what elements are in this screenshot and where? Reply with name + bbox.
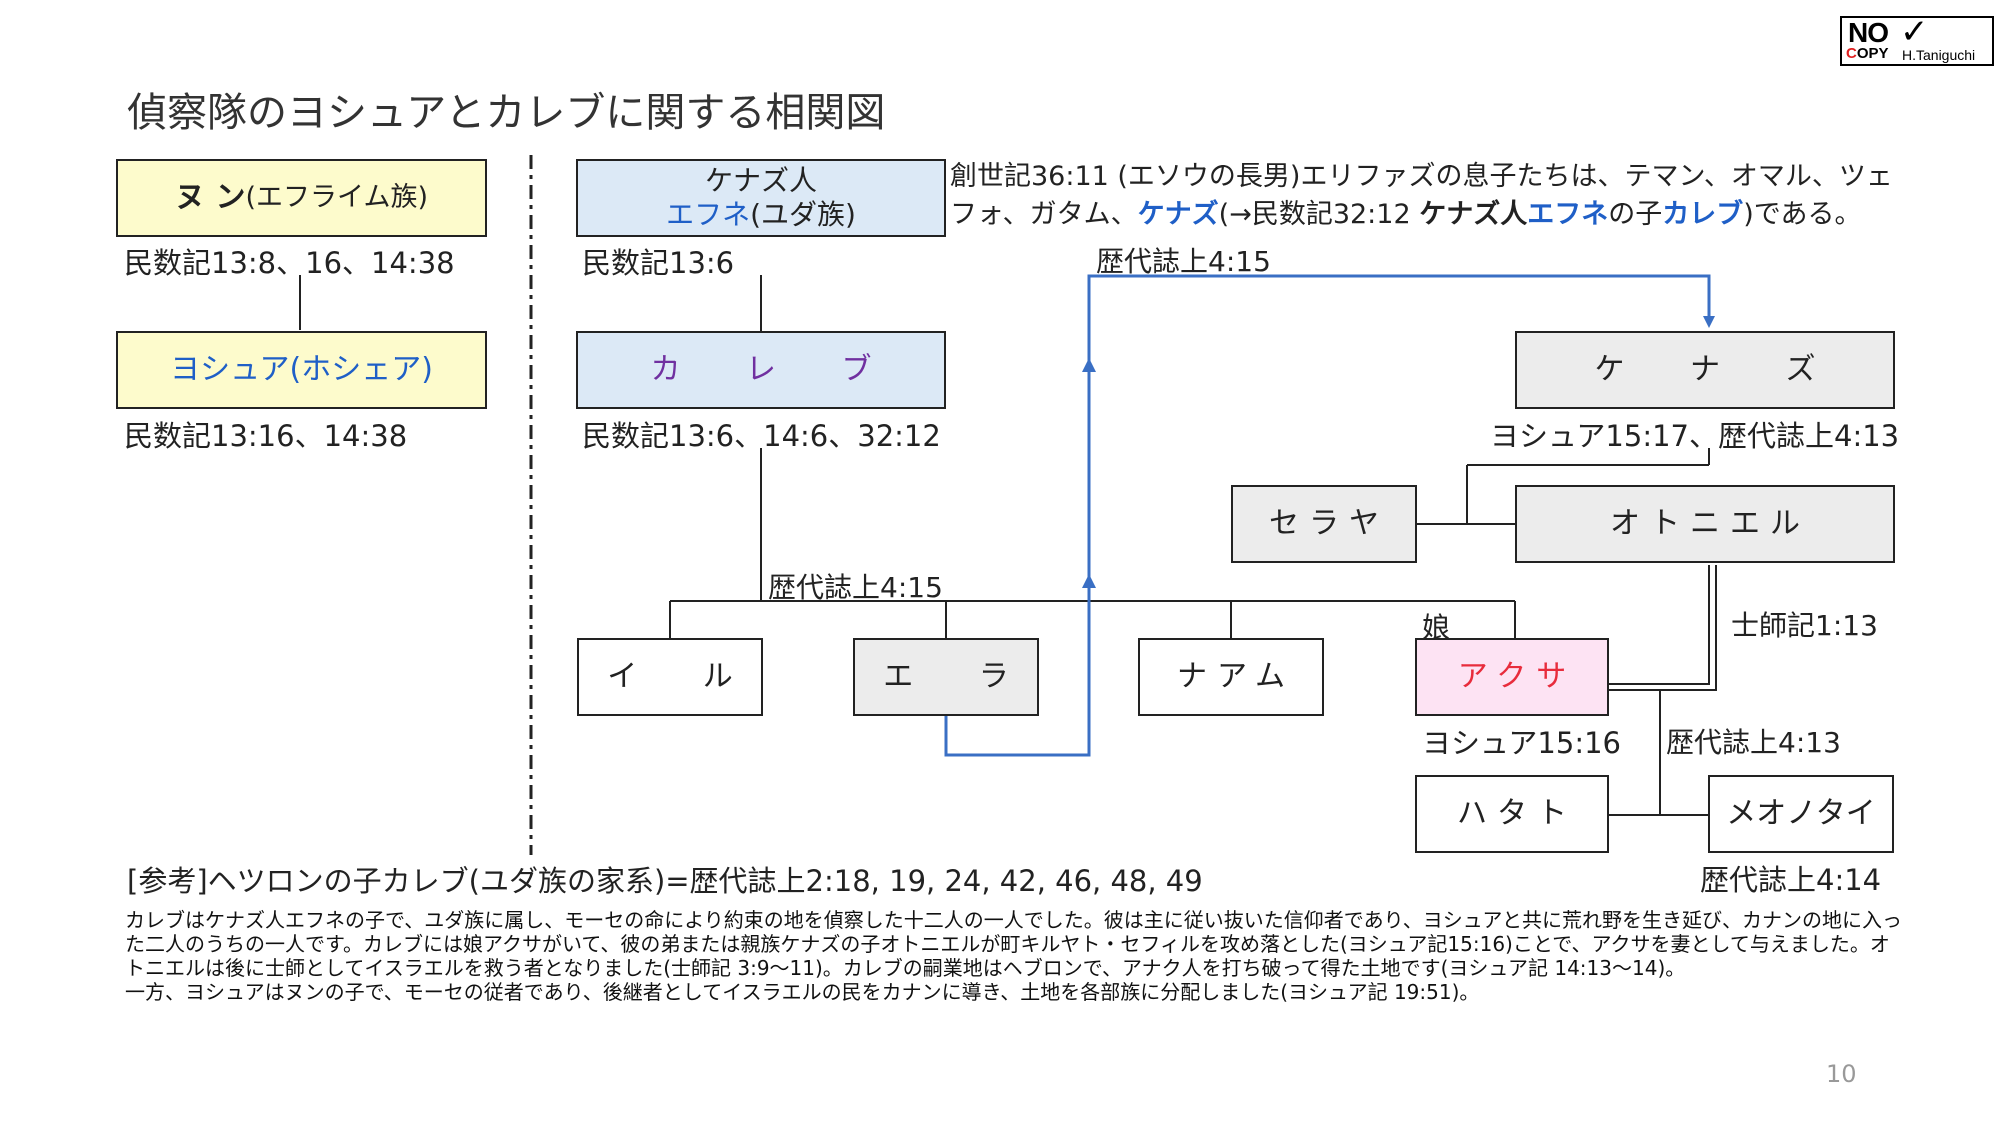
node-hathath: ハタト (1415, 775, 1609, 853)
ref-nun: 民数記13:8、16、14:38 (124, 246, 455, 280)
node-nun: ヌ ン(エフライム族) (116, 159, 487, 237)
explanation-paragraph: カレブはケナズ人エフネの子で、ユダ族に属し、モーセの命により約束の地を偵察した十… (125, 908, 1905, 1004)
page-title: 偵察隊のヨシュアとカレブに関する相関図 (127, 90, 886, 136)
node-seraiah: セラヤ (1231, 485, 1417, 563)
marriage-line-inner (1608, 565, 1717, 691)
logo-author: H.Taniguchi (1902, 47, 1976, 63)
line-elah-kenaz (944, 274, 1715, 757)
node-jephunneh: ケナズ人 エフネ(ユダ族) (576, 159, 946, 237)
page-number: 10 (1826, 1060, 1857, 1088)
ref-sons: 歴代誌上4:15 (768, 571, 943, 604)
marriage-line-outer (1608, 565, 1710, 685)
ref-caleb: 民数記13:6、14:6、32:12 (582, 419, 941, 453)
ref-joshua: 民数記13:16、14:38 (124, 419, 408, 453)
no-copy-logo: NO ✓ COPY H.Taniguchi (1840, 12, 1994, 66)
ref-jephunneh: 民数記13:6 (582, 246, 735, 280)
node-achsah: アクサ (1415, 638, 1609, 716)
ref-judges: 士師記1:13 (1731, 609, 1878, 642)
footnote-reference: [参考]ヘツロンの子カレブ(ユダ族の家系)=歴代誌上2:18, 19, 24, … (127, 864, 1203, 898)
arrowhead-up-1 (1082, 358, 1096, 372)
node-othniel: オトニエル (1515, 485, 1895, 563)
logo-copy-text: COPY (1846, 45, 1889, 62)
arrowhead-up-2 (1082, 574, 1096, 588)
node-naam: ナアム (1138, 638, 1324, 716)
ref-kenaz: ヨシュア15:17、歴代誌上4:13 (1490, 419, 1900, 453)
paragraph-1: カレブはケナズ人エフネの子で、ユダ族に属し、モーセの命により約束の地を偵察した十… (125, 908, 1902, 980)
node-kenaz: ケ ナ ズ (1515, 331, 1895, 409)
logo-no-text: NO (1848, 17, 1889, 48)
node-joshua: ヨシュア(ホシェア) (116, 331, 487, 409)
paragraph-2: 一方、ヨシュアはヌンの子で、モーセの従者であり、後継者としてイスラエルの民をカナ… (125, 980, 1480, 1004)
ref-meonothai: 歴代誌上4:14 (1700, 863, 1882, 897)
node-elah: エ ラ (853, 638, 1039, 716)
ref-elah-line: 歴代誌上4:15 (1096, 245, 1271, 278)
ref-achsah: ヨシュア15:16 (1422, 726, 1621, 760)
genesis-note: 創世記36:11 (エソウの長男)エリファズの息子たちは、テマン、オマル、ツェフ… (950, 161, 1893, 230)
node-iru: イ ル (577, 638, 763, 716)
node-caleb: カ レ ブ (576, 331, 946, 409)
node-meonothai: メオノタイ (1708, 775, 1894, 853)
ref-othniel-sons: 歴代誌上4:13 (1666, 726, 1841, 759)
checkmark-icon: ✓ (1900, 12, 1929, 52)
